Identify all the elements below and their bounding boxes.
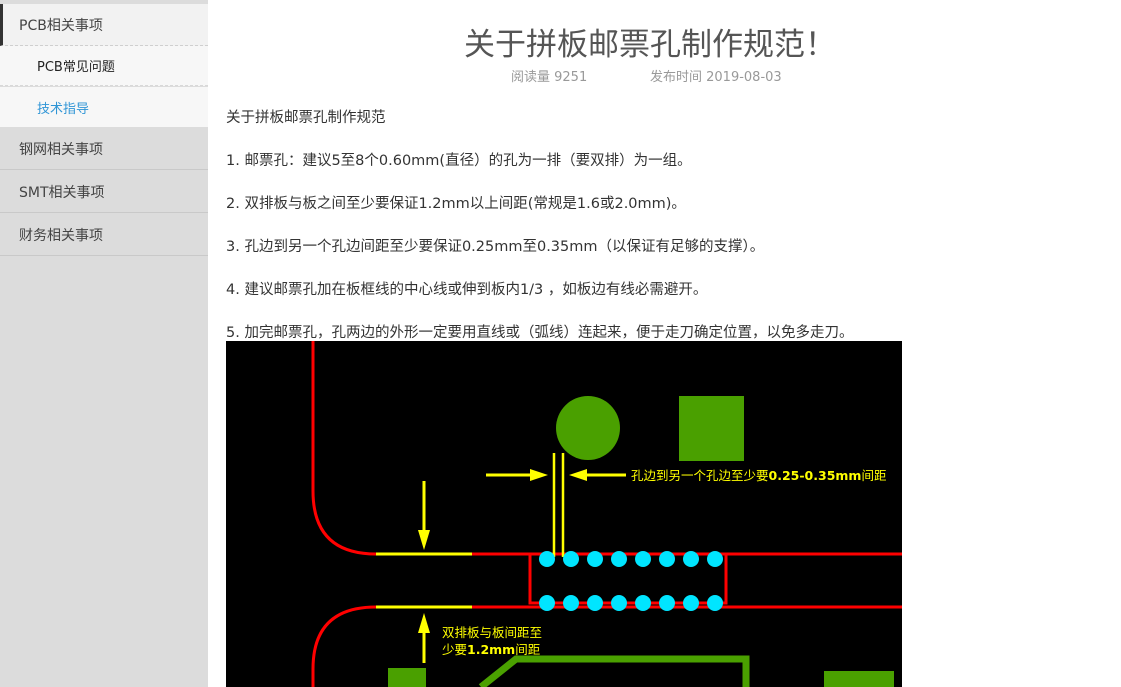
- sidebar: PCB相关事项 PCB常见问题 技术指导 钢网相关事项 SMT相关事项 财务相关…: [0, 0, 208, 687]
- square-pad: [679, 396, 744, 461]
- annotation-hole-spacing-value: 0.25-0.35mm: [769, 468, 862, 483]
- annotation-board-gap-prefix: 少要: [442, 642, 467, 657]
- article-paragraph: 3. 孔边到另一个孔边间距至少要保证0.25mm至0.35mm（以保证有足够的支…: [226, 239, 765, 255]
- trace-bottom: [478, 655, 750, 687]
- sidebar-category-smt[interactable]: SMT相关事项: [0, 171, 208, 213]
- article-paragraph: 1. 邮票孔：建议5至8个0.60mm(直径）的孔为一排（要双排）为一组。: [226, 153, 692, 169]
- pad-bottom-right: [824, 671, 894, 687]
- read-count: 阅读量 9251: [511, 70, 588, 85]
- board-outline-upper: [311, 341, 902, 556]
- stamp-holes-row-lower: [539, 595, 723, 611]
- annotation-board-gap-suffix: 间距: [515, 642, 540, 657]
- arrow-down-head: [418, 530, 430, 550]
- article-paragraph: 2. 双排板与板之间至少要保证1.2mm以上间距(常规是1.6或2.0mm)。: [226, 196, 686, 212]
- svg-text:少要1.2mm间距: 少要1.2mm间距: [442, 642, 540, 657]
- arrow-up-head: [418, 613, 430, 633]
- publish-date: 发布时间 2019-08-03: [650, 70, 782, 85]
- sidebar-item-pcb-faq[interactable]: PCB常见问题: [0, 46, 208, 86]
- arrow-right-head: [530, 469, 548, 481]
- annotation-board-gap-value: 1.2mm: [467, 642, 515, 657]
- article-paragraph: 5. 加完邮票孔，孔两边的外形一定要用直线或（弧线）连起来，便于走刀确定位置，以…: [226, 325, 854, 341]
- annotation-hole-spacing-suffix: 间距: [861, 468, 886, 483]
- arrow-left-head: [569, 469, 587, 481]
- sidebar-category-finance[interactable]: 财务相关事项: [0, 214, 208, 256]
- sidebar-category-pcb[interactable]: PCB相关事项: [0, 4, 208, 46]
- svg-text:孔边到另一个孔边至少要0.25-0.35mm间距: 孔边到另一个孔边至少要0.25-0.35mm间距: [631, 468, 886, 483]
- annotation-board-gap-line1: 双排板与板间距至: [442, 625, 542, 640]
- article-paragraph: 4. 建议邮票孔加在板框线的中心线或伸到板内1/3 ，如板边有线必需避开。: [226, 282, 708, 298]
- article-title: 关于拼板邮票孔制作规范！: [464, 27, 836, 63]
- round-pad: [556, 396, 620, 460]
- article-paragraph: 关于拼板邮票孔制作规范: [226, 110, 386, 126]
- routing-slot-outline: [528, 554, 728, 605]
- stamp-holes-row-upper: [539, 551, 723, 567]
- board-outline-lower: [311, 605, 902, 687]
- pcb-stamp-hole-diagram: 孔边到另一个孔边至少要0.25-0.35mm间距 双排板与板间距至 少要1.2m…: [226, 341, 902, 687]
- annotation-hole-spacing-prefix: 孔边到另一个孔边至少要: [631, 468, 769, 483]
- sidebar-category-stencil[interactable]: 钢网相关事项: [0, 128, 208, 170]
- pad-bottom-left: [388, 668, 426, 687]
- sidebar-item-tech-guide[interactable]: 技术指导: [0, 87, 208, 127]
